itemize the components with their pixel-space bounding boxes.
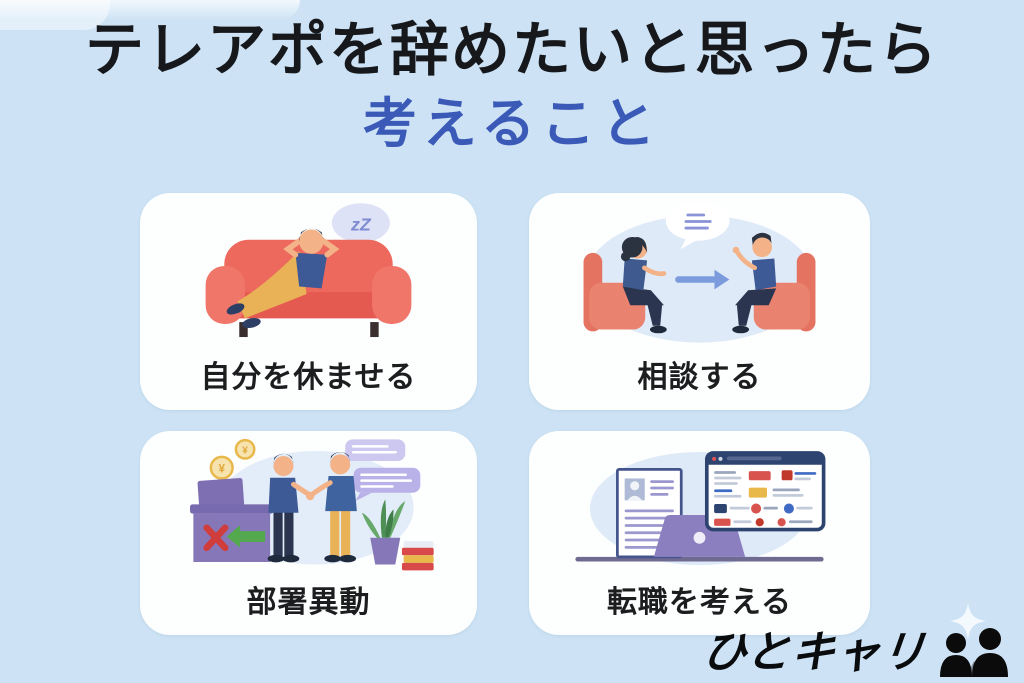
speech-bubbles-icon xyxy=(345,439,421,502)
page-title: テレアポを辞めたいと思ったら 考えること xyxy=(0,17,1024,154)
card-department-transfer: ¥ ¥ xyxy=(140,431,477,635)
svg-text:¥: ¥ xyxy=(242,446,248,457)
card-consider-job-change: 転職を考える xyxy=(529,431,870,635)
two-people-silhouette-icon xyxy=(940,628,1008,677)
consult-illustration xyxy=(583,201,816,343)
resting-person-figure xyxy=(226,228,340,328)
logo-text: ひとキャリ xyxy=(700,628,929,677)
card-label: 自分を休ませる xyxy=(200,361,417,394)
plant-icon xyxy=(361,499,406,565)
desk-line xyxy=(575,556,824,562)
card-label: 部署異動 xyxy=(246,586,371,619)
job-board-browser-icon xyxy=(704,451,826,532)
card-consult: 相談する xyxy=(529,193,870,410)
title-line-2: 考えること xyxy=(362,93,662,154)
hitocari-logo: ひとキャリ xyxy=(700,601,1016,681)
sparkle-star-icon xyxy=(950,603,986,639)
old-desk-box-icon xyxy=(190,478,274,562)
books-stack-icon xyxy=(401,541,434,571)
resume-document-icon xyxy=(616,467,683,559)
woman-figure xyxy=(620,236,667,334)
transfer-illustration: ¥ ¥ xyxy=(190,438,434,571)
arrow-right-icon xyxy=(675,269,730,290)
coin-chat-icons: ¥ ¥ xyxy=(209,438,256,480)
man-figure xyxy=(732,232,777,334)
svg-text:¥: ¥ xyxy=(218,463,225,476)
card-label: 相談する xyxy=(637,361,762,394)
card-rest-yourself: zZ 自分を休ませる xyxy=(140,193,477,410)
card-label: 転職を考える xyxy=(606,586,793,619)
logo-mark xyxy=(940,603,1008,677)
handshake-people-figures xyxy=(267,452,357,563)
sleep-thought-bubble-icon: zZ xyxy=(323,203,390,258)
svg-text:zZ: zZ xyxy=(350,214,372,234)
job-change-illustration xyxy=(575,451,826,566)
rest-illustration: zZ xyxy=(205,203,412,338)
title-line-1: テレアポを辞めたいと思ったら xyxy=(84,17,939,83)
